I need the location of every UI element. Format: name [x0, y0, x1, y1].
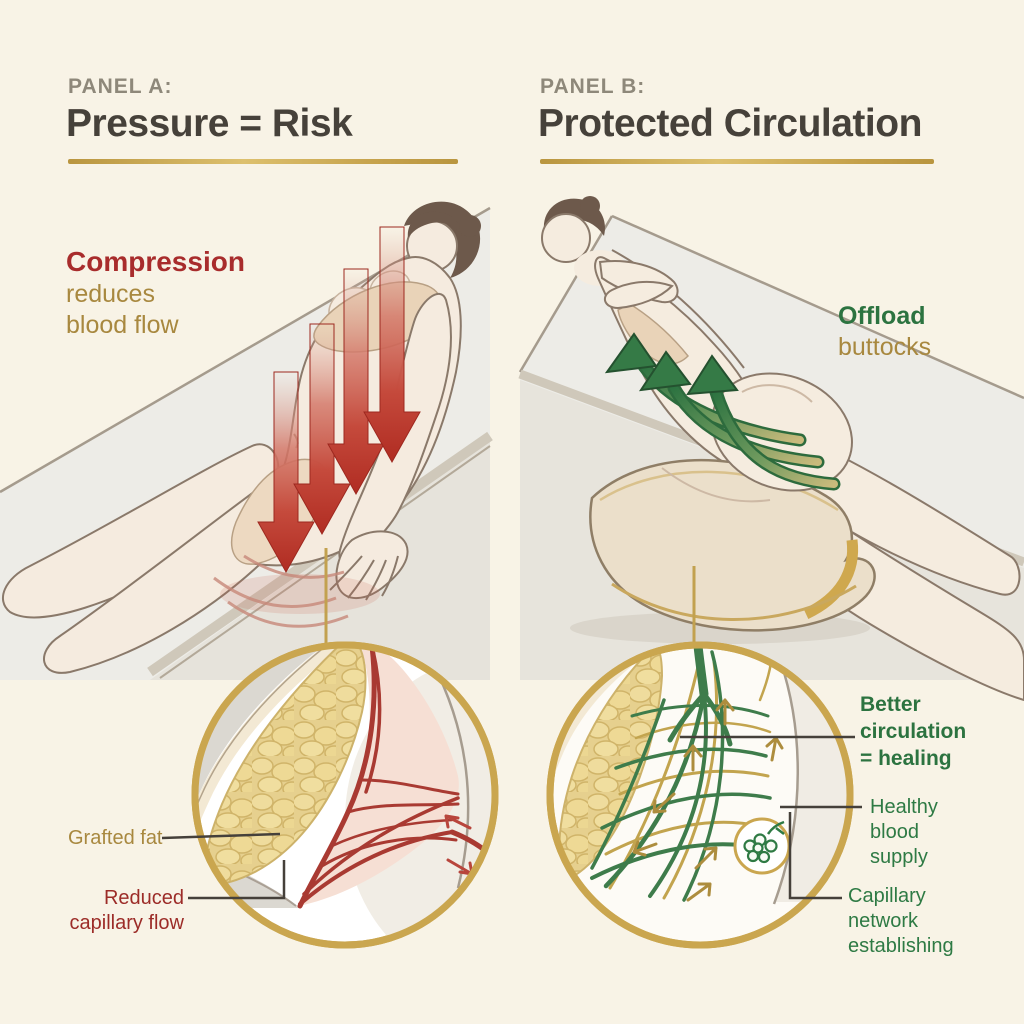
reduced-capillary-flow-label: Reduced capillary flow: [69, 887, 184, 934]
offload-up-arrows-icon: [604, 332, 841, 491]
panel-a-kicker: PANEL A:: [68, 75, 173, 98]
panel-a-scene: [0, 201, 493, 680]
inset-circle-a: [161, 641, 499, 949]
offload-callout: Offload buttocks: [838, 301, 988, 364]
panel-b-title: Protected Circulation: [538, 102, 922, 145]
healthy-blood-supply-label: Healthy blood supply: [870, 796, 938, 868]
grafted-fat-layer: [203, 648, 367, 888]
compression-callout-rest: reduces blood flow: [66, 280, 179, 340]
offload-callout-rest: buttocks: [838, 333, 932, 362]
flow-direction-arrows-icon: [632, 698, 784, 902]
panel-b-kicker: PANEL B:: [540, 75, 646, 98]
pressure-glow: [220, 574, 380, 614]
compression-arcs: [213, 554, 349, 628]
panel-b-gold-rule: [540, 159, 934, 164]
capillary-network-label-connector: [788, 812, 842, 900]
cushion-gold-band: [803, 539, 859, 619]
pressure-down-arrows-icon: [257, 226, 421, 574]
better-circulation-label: Better circulation = healing: [860, 693, 967, 770]
grafted-fat-layer-b: [558, 648, 664, 884]
capillary-network-label: Capillary network establishing: [848, 885, 954, 957]
compressed-capillary-network: [297, 648, 492, 909]
offloading-cushion: [589, 458, 876, 632]
panel-a-gold-rule: [68, 159, 458, 164]
inset-circle-b: [546, 641, 862, 949]
capillary-cluster-icon: [733, 817, 791, 875]
reduced-flow-label-connector: [188, 860, 286, 900]
grafted-fat-label-connector: [161, 832, 281, 840]
grafted-fat-label: Grafted fat: [68, 827, 163, 849]
establishing-capillary-network: [590, 648, 774, 902]
panel-a-title: Pressure = Risk: [66, 102, 353, 145]
compression-callout: Compression reduces blood flow: [66, 244, 245, 342]
compression-callout-strong: Compression: [66, 246, 245, 277]
panel-b-scene: [518, 196, 1024, 702]
offload-callout-strong: Offload: [838, 302, 926, 330]
